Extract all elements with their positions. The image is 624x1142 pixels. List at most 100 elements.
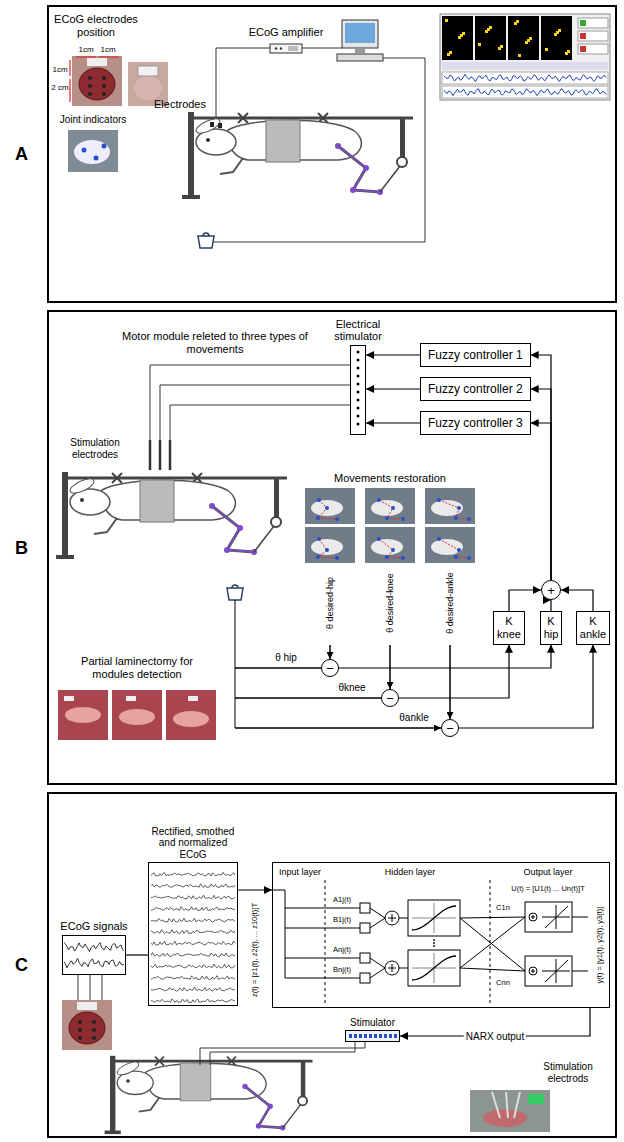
computer	[337, 54, 383, 61]
signal-traces	[64, 958, 124, 968]
connector	[531, 389, 551, 580]
signal-traces	[151, 941, 235, 945]
weight-name: C1n	[496, 904, 510, 913]
movement-photos	[385, 555, 389, 559]
illustration-part	[56, 472, 287, 559]
narx-internals	[433, 939, 435, 941]
movement-photos	[379, 539, 403, 558]
movement-photos	[391, 548, 395, 552]
computer	[355, 48, 365, 53]
movement-photos	[325, 548, 329, 552]
stimulator-device: Stimulator	[345, 1030, 400, 1042]
signal-name: θankle	[399, 712, 428, 724]
movement-photos	[377, 537, 381, 541]
node-text: K hip	[544, 615, 559, 640]
laminectomy-photos	[64, 696, 74, 701]
software-screenshot	[508, 16, 539, 60]
movement-photos	[401, 556, 405, 560]
software-screenshot	[475, 16, 506, 60]
illustration-part	[227, 585, 243, 600]
stimulator-panel	[357, 407, 360, 410]
connector	[366, 354, 420, 355]
movement-photos	[311, 539, 343, 555]
processing-box: Rectified, smothed and normalized ECoG	[148, 862, 238, 1006]
stimulator-panel	[357, 399, 360, 402]
movement-photos	[457, 548, 461, 552]
scale-mark	[70, 57, 119, 102]
movement-photos	[437, 537, 441, 541]
node-text: Output layer	[523, 867, 572, 877]
connector	[561, 590, 593, 611]
laminectomy-photos	[58, 690, 108, 740]
movement-photos	[335, 556, 339, 560]
software-screenshot	[489, 26, 492, 29]
joint-photo	[94, 156, 99, 161]
reference-arrow	[390, 645, 391, 689]
connector	[126, 954, 148, 955]
movement-photos	[311, 500, 343, 516]
gain-box: K ankle	[576, 611, 610, 644]
stimulator-panel	[389, 1034, 392, 1038]
error-junction: −	[321, 659, 339, 677]
electrode-photo	[492, 1092, 520, 1118]
signal-traces	[151, 953, 235, 957]
movement-photos	[365, 527, 415, 563]
node-text: ECoG signals	[52, 920, 136, 933]
software-screenshot	[558, 29, 561, 32]
laminectomy-photos	[188, 696, 198, 701]
narx-internals	[388, 914, 396, 972]
signal-traces	[151, 884, 235, 888]
node-text: Fuzzy controller 2	[428, 382, 523, 396]
gain-box: K knee	[493, 611, 525, 644]
edge-label: NARX output	[464, 1031, 526, 1042]
amplifier	[288, 46, 298, 51]
stimulator-panel	[357, 415, 360, 418]
software-screenshot	[445, 19, 448, 22]
movement-photos	[391, 506, 395, 510]
caption: Movements restoration	[334, 472, 446, 485]
node-text: K knee	[497, 615, 521, 640]
movement-photos	[439, 539, 469, 558]
software-screenshot	[541, 16, 572, 60]
node-text: Stimulator	[338, 1017, 408, 1029]
software-screenshot	[529, 37, 532, 40]
panel: A	[47, 5, 617, 303]
feedback-line	[235, 600, 441, 728]
movement-photos	[454, 555, 458, 559]
laminectomy-photos	[65, 707, 101, 723]
narx-internals	[272, 880, 588, 1004]
fuzzy-controller: Fuzzy controller 1	[420, 343, 531, 367]
head-photo	[138, 66, 158, 76]
signal-box: ECoG signals	[62, 935, 126, 975]
amplifier	[275, 47, 277, 49]
movement-photos	[317, 537, 321, 541]
illustration-part	[182, 112, 413, 199]
caption: Motor module releted to three types of m…	[120, 330, 310, 355]
wire	[216, 48, 270, 126]
stimulator-panel	[357, 383, 360, 386]
software-screenshot	[462, 32, 465, 35]
movement-photos	[316, 555, 320, 559]
weight-name: Cnn	[496, 979, 510, 988]
signal-traces	[151, 999, 235, 1003]
software-screenshot	[442, 16, 473, 60]
software-screenshot	[578, 18, 608, 28]
equation: z(t) = [z1(t), z2(t), ... z10(t)]T	[251, 900, 260, 1000]
stimulation-wire	[200, 1042, 365, 1065]
panel-letter: A	[15, 144, 28, 165]
movement-photos	[385, 516, 389, 520]
laminectomy-photos	[166, 690, 216, 740]
device-label: ECoG amplifier	[249, 26, 324, 39]
laminectomy-photos	[112, 690, 162, 740]
stimulator-panel	[364, 1034, 367, 1038]
signal-traces	[151, 976, 235, 980]
narx-internals	[542, 905, 570, 983]
stimulator-panel	[357, 391, 360, 394]
stimulator-panel	[369, 1034, 372, 1038]
wire	[78, 975, 102, 1000]
movement-photos	[454, 516, 458, 520]
software-screenshot	[444, 74, 606, 81]
signal-traces	[151, 918, 235, 922]
electrode-photo	[470, 1090, 550, 1132]
